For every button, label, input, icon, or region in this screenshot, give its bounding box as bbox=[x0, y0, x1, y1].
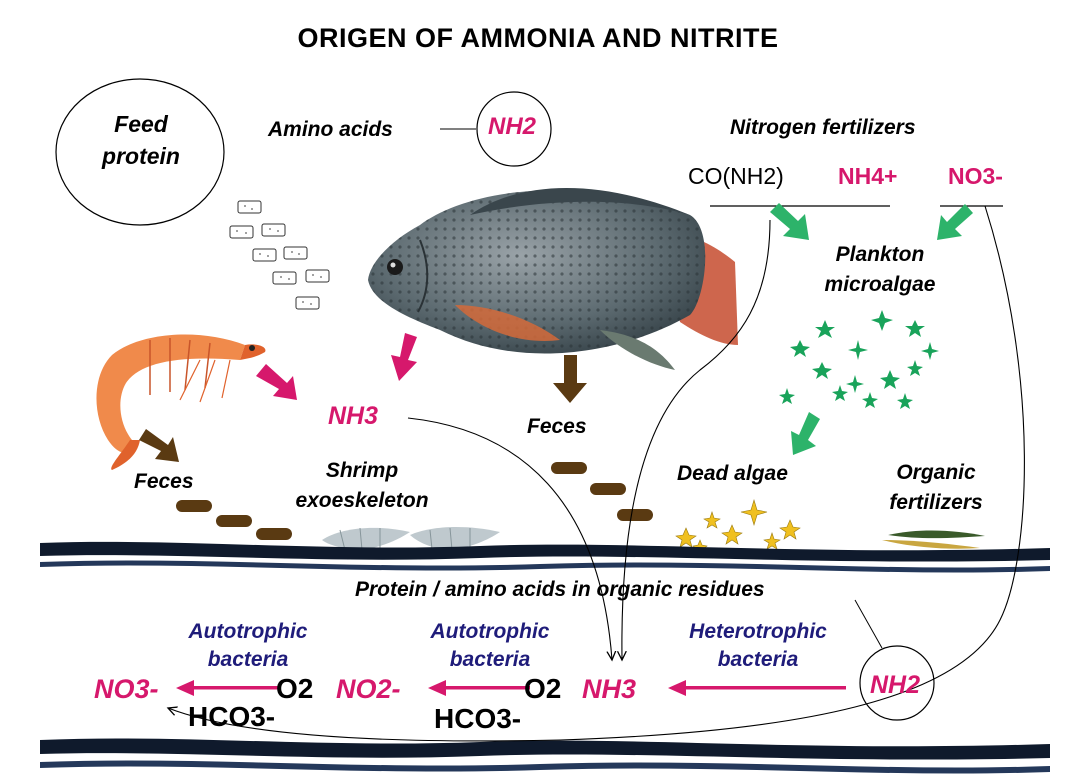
nh3-top-label: NH3 bbox=[328, 402, 379, 430]
fish-illustration bbox=[368, 187, 738, 370]
feed-pellets-icon bbox=[229, 200, 330, 310]
nitrate-top-label: NO3- bbox=[948, 163, 1003, 189]
green-arrows bbox=[770, 203, 973, 455]
feces-fish-label: Feces bbox=[527, 415, 587, 438]
o2-1-label: O2 bbox=[276, 673, 314, 704]
shrimp-illustration bbox=[96, 334, 266, 470]
feed-protein-circle bbox=[55, 78, 225, 226]
nh2-top-label: NH2 bbox=[488, 113, 537, 140]
dead-algae-label: Dead algae bbox=[677, 462, 788, 485]
organic-residues-label: Protein / amino acids in organic residue… bbox=[355, 578, 765, 601]
reaction-arrows bbox=[176, 680, 846, 696]
fertilizer-leaves-icon bbox=[882, 530, 985, 549]
o2-2-label: O2 bbox=[524, 673, 562, 704]
hco3-1-label: HCO3- bbox=[188, 701, 276, 732]
feed-protein-label: Feed protein bbox=[102, 111, 180, 169]
nh2-bottom-label: NH2 bbox=[870, 671, 921, 699]
nh2-bottom-circle bbox=[859, 645, 935, 721]
hco3-2-label: HCO3- bbox=[434, 703, 522, 734]
feces-pellets bbox=[176, 462, 653, 540]
organic-fertilizers-label: Organic fertilizers bbox=[889, 461, 983, 514]
plankton-label: Plankton microalgae bbox=[824, 243, 936, 296]
nh2-top-circle bbox=[476, 91, 552, 167]
autotrophic-bacteria-2-label: Autotrophic bacteria bbox=[430, 620, 550, 671]
flow-lines bbox=[168, 205, 1025, 742]
amino-acids-label: Amino acids bbox=[268, 118, 393, 141]
urea-label: CO(NH2) bbox=[688, 163, 784, 189]
brown-arrows bbox=[139, 355, 587, 462]
autotrophic-bacteria-1-label: Autotrophic bacteria bbox=[188, 620, 308, 671]
ammonium-label: NH4+ bbox=[838, 163, 898, 189]
diagram-title: ORIGEN OF AMMONIA AND NITRITE bbox=[297, 23, 779, 53]
no2-bottom-label: NO2- bbox=[336, 674, 401, 704]
dead-algae-icon bbox=[675, 498, 801, 555]
shrimp-exoskeleton-label: Shrimp exoeskeleton bbox=[295, 459, 429, 512]
sediment-bottom bbox=[40, 738, 1050, 774]
magenta-arrows bbox=[256, 333, 417, 400]
nh3-bottom-label: NH3 bbox=[582, 674, 637, 704]
sediment-top bbox=[40, 541, 1050, 573]
exoskeleton-icon bbox=[322, 526, 500, 551]
residue-connector bbox=[854, 599, 883, 649]
microalgae-icon bbox=[779, 310, 939, 409]
heterotrophic-bacteria-label: Heterotrophic bacteria bbox=[689, 620, 827, 671]
no3-bottom-label: NO3- bbox=[94, 674, 159, 704]
feces-shrimp-label: Feces bbox=[134, 470, 194, 493]
nitrogen-fertilizers-label: Nitrogen fertilizers bbox=[730, 116, 916, 139]
